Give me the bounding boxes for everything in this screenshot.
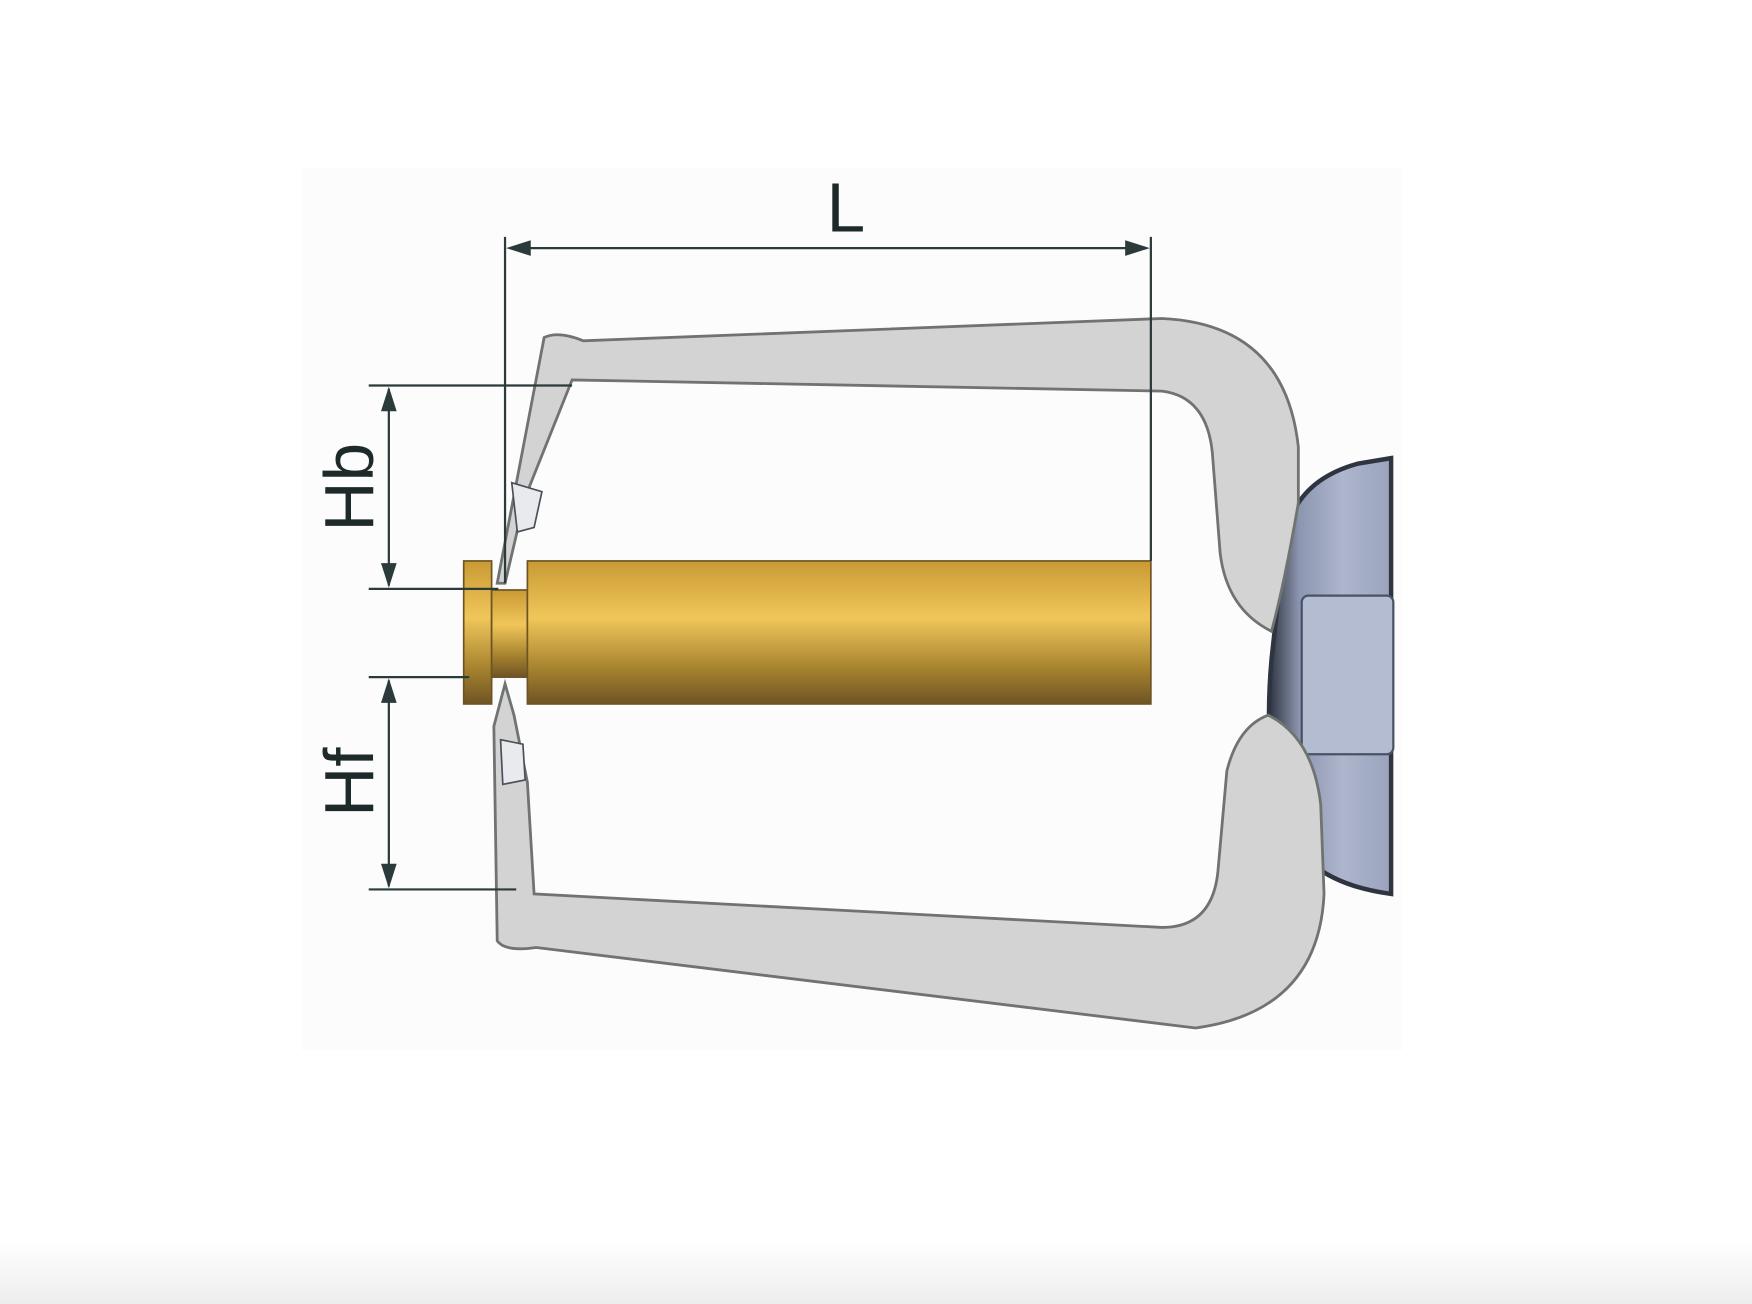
dimension-length: L [503, 168, 1152, 584]
shaft-neck [490, 589, 529, 678]
shaft-body [526, 560, 1152, 705]
lower-contact-tip [499, 738, 527, 786]
gauge-display [1300, 594, 1395, 756]
dimension-back-height: Hb [310, 384, 573, 590]
lower-jaw [492, 678, 1326, 1030]
label-back-height: Hb [310, 443, 388, 532]
dimension-front-height: Hf [310, 676, 517, 891]
label-front-height: Hf [310, 747, 388, 817]
workpiece-shaft [462, 560, 1152, 705]
upper-jaw [495, 317, 1300, 634]
label-length: L [827, 168, 866, 246]
upper-contact-tip [510, 481, 543, 533]
shaft-flange [462, 560, 493, 705]
bottom-shade [0, 1240, 1752, 1304]
